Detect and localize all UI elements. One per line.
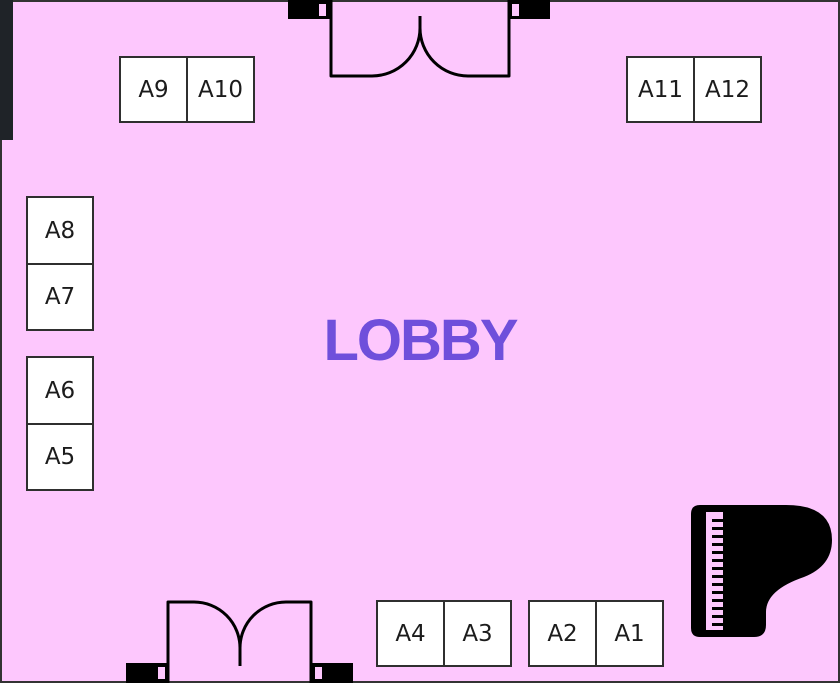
booth-a3[interactable]: A3 [443, 600, 512, 667]
booth-a4[interactable]: A4 [376, 600, 445, 667]
booth-a2[interactable]: A2 [528, 600, 597, 667]
booth-a6[interactable]: A6 [26, 356, 94, 425]
booth-a8[interactable]: A8 [26, 196, 94, 265]
room-label: LOBBY [323, 307, 519, 373]
booth-a10[interactable]: A10 [186, 56, 255, 123]
left-wall-segment [0, 0, 13, 140]
booth-a7[interactable]: A7 [26, 263, 94, 331]
double-door-icon[interactable] [126, 600, 353, 683]
booth-a9[interactable]: A9 [119, 56, 188, 123]
booth-a12[interactable]: A12 [693, 56, 762, 123]
grand-piano-icon [691, 505, 832, 637]
booth-a11[interactable]: A11 [626, 56, 695, 123]
booth-a5[interactable]: A5 [26, 423, 94, 491]
double-door-icon[interactable] [288, 0, 550, 78]
booth-a1[interactable]: A1 [595, 600, 664, 667]
